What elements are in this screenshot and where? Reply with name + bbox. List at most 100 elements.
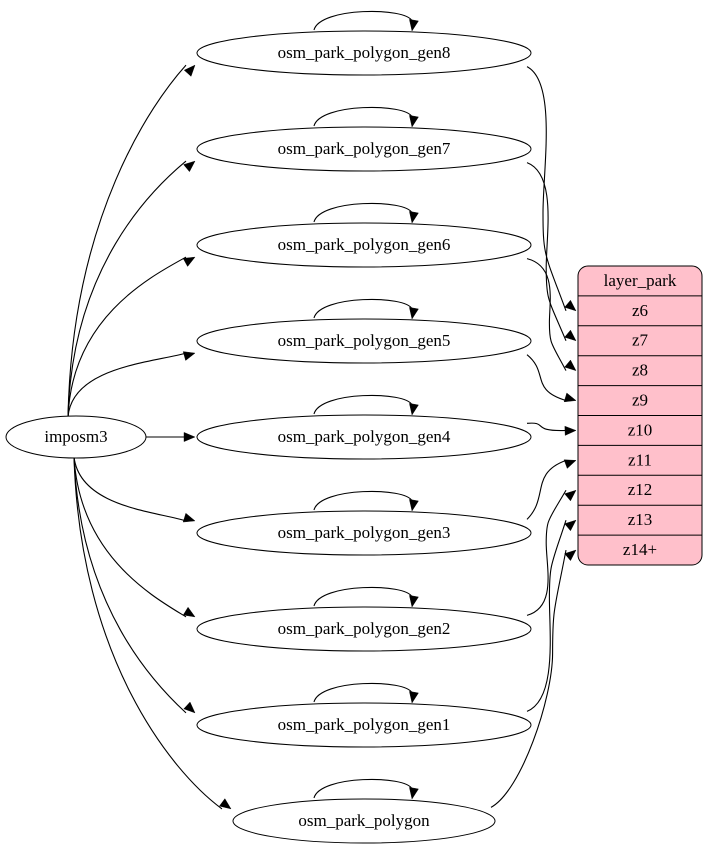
node-gen8[interactable]: osm_park_polygon_gen8	[196, 30, 532, 76]
node-ellipse[interactable]	[196, 606, 532, 652]
node-ellipse[interactable]	[196, 222, 532, 268]
node-base[interactable]: osm_park_polygon	[232, 798, 496, 844]
edge-gen7-to-z7	[526, 162, 567, 341]
edge-imposm3-to-gen5	[67, 352, 187, 418]
edge-gen5-to-z9	[526, 354, 567, 402]
node-label: osm_park_polygon_gen5	[278, 331, 451, 350]
node-label: osm_park_polygon_gen3	[278, 523, 451, 542]
node-gen7[interactable]: osm_park_polygon_gen7	[196, 126, 532, 172]
table-row-z11[interactable]: z11	[578, 445, 702, 475]
node-ellipse[interactable]	[5, 415, 147, 459]
nodes-layer: imposm3 osm_park_polygon_gen8 osm_park_pol…	[5, 30, 532, 844]
node-imposm3[interactable]: imposm3	[5, 415, 147, 459]
table-row-z14plus[interactable]: z14+	[578, 535, 702, 565]
node-gen4[interactable]: osm_park_polygon_gen4	[196, 414, 532, 460]
edge-arrowhead	[182, 606, 196, 618]
edge-arrowhead	[182, 512, 196, 523]
self-loop-arrowhead	[409, 19, 419, 32]
node-label: osm_park_polygon_gen1	[278, 715, 451, 734]
table-row-z8[interactable]: z8	[578, 356, 702, 386]
node-gen6[interactable]: osm_park_polygon_gen6	[196, 222, 532, 268]
node-gen5[interactable]: osm_park_polygon_gen5	[196, 318, 532, 364]
node-ellipse[interactable]	[232, 798, 496, 844]
node-gen1[interactable]: osm_park_polygon_gen1	[196, 702, 532, 748]
self-loop-edge	[313, 10, 413, 31]
self-loop-edge	[313, 202, 413, 223]
layer-park-table[interactable]: layer_park z6 z7 z8 z9 z10 z11 z12 z13 z14+	[577, 265, 703, 566]
self-loop-arrowhead	[409, 211, 419, 224]
node-label: osm_park_polygon_gen7	[278, 139, 451, 158]
edge-gen8-to-z6	[526, 66, 567, 312]
table-cell-label: z6	[632, 301, 648, 320]
self-loop-edge	[313, 778, 413, 799]
table-row-z13[interactable]: z13	[578, 505, 702, 535]
table-cell-label: z8	[632, 361, 648, 380]
edge-imposm3-to-gen3	[73, 456, 187, 522]
edge-imposm3-to-gen2	[73, 456, 187, 618]
table-cell-label: z14+	[623, 540, 657, 559]
node-label: osm_park_polygon	[298, 811, 430, 830]
table-cell-label: z9	[632, 390, 648, 409]
node-ellipse[interactable]	[196, 414, 532, 460]
edge-imposm3-to-gen7	[67, 160, 187, 418]
edge-imposm3-to-gen6	[67, 256, 187, 418]
edge-arrowhead	[563, 459, 577, 469]
table-cell-label: z13	[628, 510, 653, 529]
edge-imposm3-to-gen1	[73, 456, 187, 714]
edge-arrowhead	[564, 425, 577, 436]
node-ellipse[interactable]	[196, 510, 532, 556]
self-loop-edge	[313, 106, 413, 127]
table-row-z10[interactable]: z10	[578, 416, 702, 446]
self-loop-arrowhead	[409, 499, 419, 512]
layer-park-title: layer_park	[604, 271, 677, 290]
edge-arrowhead	[183, 160, 196, 173]
self-loop-arrowhead	[409, 691, 419, 704]
node-ellipse[interactable]	[196, 30, 532, 76]
edge-arrowhead	[183, 701, 196, 714]
self-loop-arrowhead	[409, 403, 419, 416]
self-loop-edge	[313, 490, 413, 511]
node-ellipse[interactable]	[196, 318, 532, 364]
node-label: osm_park_polygon_gen6	[278, 235, 451, 254]
self-loop-edge	[313, 682, 413, 703]
table-cell-label: z7	[632, 331, 649, 350]
edge-arrowhead	[183, 432, 196, 442]
node-ellipse[interactable]	[196, 126, 532, 172]
edge-arrowhead	[563, 392, 577, 403]
edge-arrowhead	[183, 64, 196, 77]
table-cell-label: z12	[628, 480, 653, 499]
node-ellipse[interactable]	[196, 702, 532, 748]
self-loop-edge	[313, 394, 413, 415]
node-gen3[interactable]: osm_park_polygon_gen3	[196, 510, 532, 556]
node-label: osm_park_polygon_gen8	[278, 43, 451, 62]
table-row-z7[interactable]: z7	[578, 326, 702, 356]
self-loop-arrowhead	[409, 307, 419, 320]
edge-gen1-to-z13	[526, 519, 567, 712]
node-label: osm_park_polygon_gen4	[278, 427, 451, 446]
edge-arrowhead	[564, 519, 577, 532]
self-loop-edge	[313, 298, 413, 319]
edge-arrowhead	[182, 256, 196, 267]
table-row-z9[interactable]: z9	[578, 386, 702, 416]
edge-arrowhead	[182, 351, 196, 361]
edges-layer	[67, 10, 577, 810]
edge-gen4-to-z10	[526, 422, 567, 432]
edge-base-to-z14plus	[490, 549, 567, 808]
node-label: osm_park_polygon_gen2	[278, 619, 451, 638]
edge-arrowhead	[564, 299, 577, 312]
edge-imposm3-to-gen8	[67, 64, 187, 418]
node-gen2[interactable]: osm_park_polygon_gen2	[196, 606, 532, 652]
table-row-z12[interactable]: z12	[578, 475, 702, 505]
edge-arrowhead	[564, 329, 577, 342]
self-loop-arrowhead	[409, 595, 419, 608]
edge-arrowhead	[564, 359, 577, 371]
edge-arrowhead	[564, 489, 577, 502]
edge-arrowhead	[564, 549, 577, 562]
self-loop-arrowhead	[409, 115, 419, 128]
table-cell-label: z10	[628, 420, 653, 439]
edge-imposm3-to-base	[73, 456, 223, 810]
self-loop-edge	[313, 586, 413, 607]
table-row-z6[interactable]: z6	[578, 296, 702, 326]
